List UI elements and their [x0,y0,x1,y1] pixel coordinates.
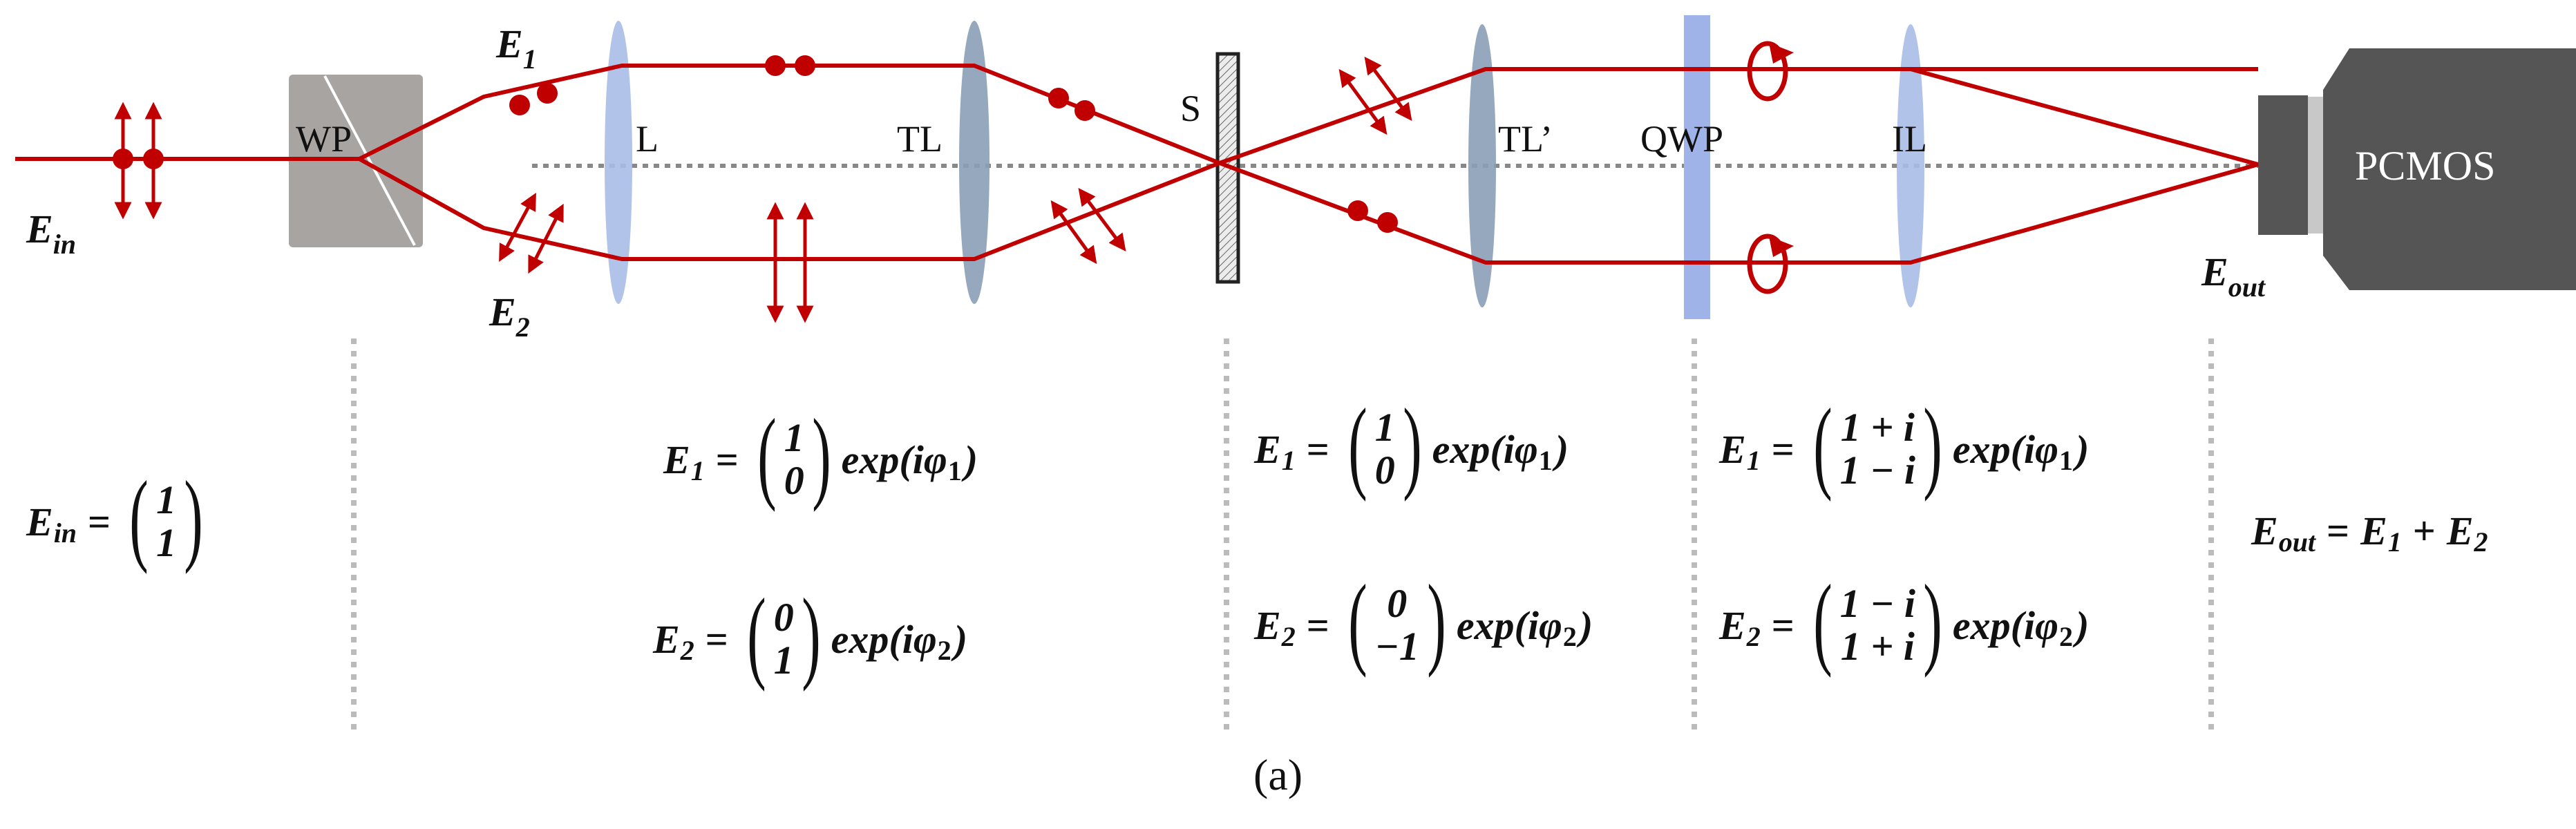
field-label-e1: E1 [496,21,537,75]
lower-beam [358,157,2259,265]
label-l: L [636,118,659,160]
tube-lens-prime [1468,24,1496,307]
label-il: IL [1892,118,1927,160]
polarization-arrows [114,56,1412,323]
label-tl: TL [897,118,943,160]
quarter-wave-plate [1684,15,1710,319]
circular-polarization-symbols [1747,41,1794,294]
camera-label: PCMOS [2355,143,2496,189]
field-label-e-in: Ein [26,207,77,260]
lens-l [605,21,632,304]
tube-lens [959,21,989,304]
field-label-e2: E2 [489,289,530,343]
label-qwp: QWP [1640,118,1723,160]
label-wp: WP [296,118,352,160]
imaging-lens [1897,24,1924,307]
pcmos-camera [2258,48,2576,290]
field-label-e-out: Eout [2201,249,2266,303]
label-s: S [1180,88,1202,129]
upper-beam-end [1486,67,2259,166]
label-tl-prime: TL’ [1498,118,1553,160]
figure-caption: (a) [1253,750,1303,799]
